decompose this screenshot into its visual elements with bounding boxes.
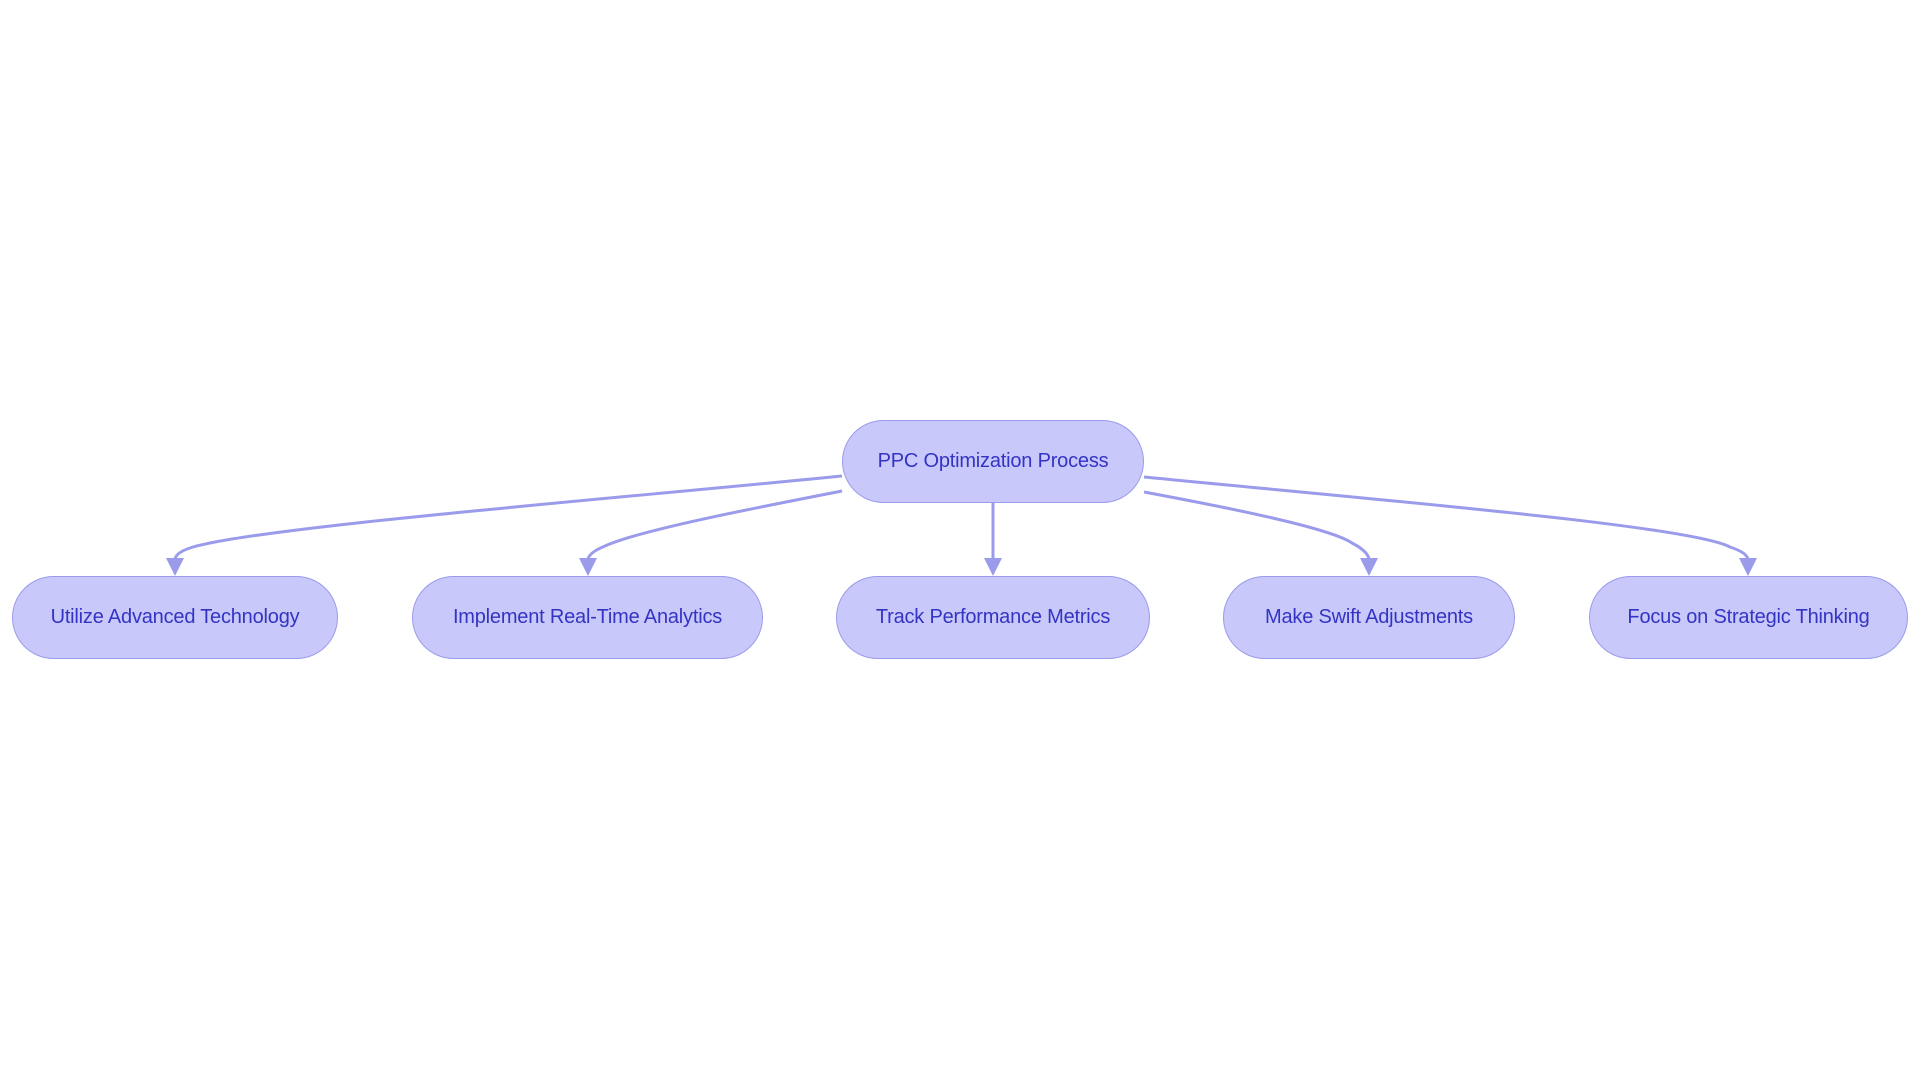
node-label: Make Swift Adjustments [1265, 606, 1473, 628]
root-node[interactable]: PPC Optimization Process [842, 420, 1144, 503]
arrowhead-icon [1360, 558, 1378, 576]
node-label: Track Performance Metrics [875, 606, 1111, 628]
arrowhead-icon [579, 558, 597, 576]
node-focus-on-strategic-thinking[interactable]: Focus on Strategic Thinking [1589, 576, 1908, 659]
edge-root-to-implement-real-time-analytics [586, 489, 843, 561]
node-label: Utilize Advanced Technology [50, 606, 300, 628]
node-label: Implement Real-Time Analytics [452, 606, 723, 628]
node-utilize-advanced-technology[interactable]: Utilize Advanced Technology [12, 576, 338, 659]
root-node-label: PPC Optimization Process [877, 450, 1109, 472]
arrowhead-icon [1739, 558, 1757, 576]
node-label: Focus on Strategic Thinking [1627, 606, 1870, 628]
edge-root-to-utilize-advanced-technology [173, 474, 843, 561]
arrowhead-icon [984, 558, 1002, 576]
edge-root-to-make-swift-adjustments [1143, 490, 1371, 561]
node-make-swift-adjustments[interactable]: Make Swift Adjustments [1223, 576, 1515, 659]
edge-root-to-focus-on-strategic-thinking [1143, 475, 1750, 561]
node-track-performance-metrics[interactable]: Track Performance Metrics [836, 576, 1150, 659]
arrowhead-icon [166, 558, 184, 576]
node-implement-real-time-analytics[interactable]: Implement Real-Time Analytics [412, 576, 763, 659]
